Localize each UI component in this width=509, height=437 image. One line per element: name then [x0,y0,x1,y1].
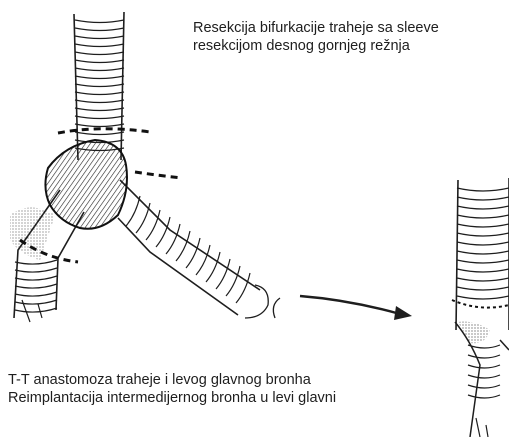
bottom-caption-line-1: T-T anastomoza traheje i levog glavnog b… [8,371,336,389]
bottom-caption: T-T anastomoza traheje i levog glavnog b… [8,371,336,407]
top-caption-line-1: Resekcija bifurkacije traheje sa sleeve [193,19,439,37]
arrow-right-icon [300,296,412,320]
top-caption-line-2: resekcijom desnog gornjeg režnja [193,37,439,55]
top-caption: Resekcija bifurkacije traheje sa sleeve … [193,19,439,55]
right-main-bronchus [118,180,280,318]
bottom-caption-line-2: Reimplantacija intermedijernog bronha u … [8,389,336,407]
trachea-after [452,178,509,437]
tumor-mass [45,140,127,229]
trachea-before [74,12,124,160]
